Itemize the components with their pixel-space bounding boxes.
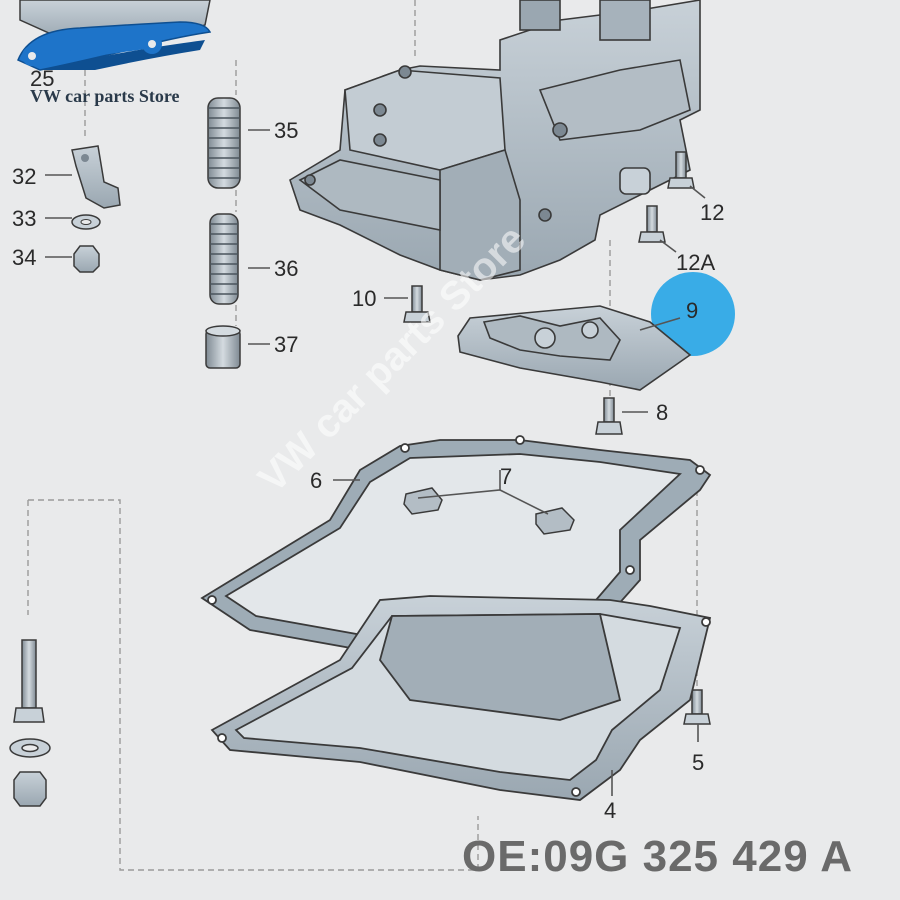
part-37-cylinder bbox=[205, 325, 241, 369]
callout-9: 9 bbox=[686, 298, 698, 323]
callout-32: 32 bbox=[12, 164, 36, 189]
part-32-bracket bbox=[71, 145, 121, 209]
part-34-nut bbox=[73, 245, 100, 273]
part-5-bolt bbox=[683, 689, 711, 725]
callout-37: 37 bbox=[274, 332, 298, 357]
callout-36: 36 bbox=[274, 256, 298, 281]
part-36-spring bbox=[209, 213, 239, 305]
leader-lines bbox=[45, 129, 706, 796]
part-12-bolt bbox=[667, 151, 695, 189]
wrench-icon bbox=[22, 34, 162, 66]
callout-7: 7 bbox=[500, 464, 512, 489]
part-4-oil-pan bbox=[210, 595, 712, 801]
callout-35: 35 bbox=[274, 118, 298, 143]
part-9-filter bbox=[457, 305, 692, 391]
store-name: VW car parts Store bbox=[30, 86, 180, 106]
part-drain-bolt bbox=[9, 639, 51, 807]
part-12a-bolt bbox=[638, 205, 666, 243]
callout-25: 25 bbox=[30, 66, 54, 91]
part-8-bolt bbox=[595, 397, 623, 435]
callout-4: 4 bbox=[604, 798, 616, 823]
callout-34: 34 bbox=[12, 245, 36, 270]
store-logo bbox=[17, 21, 212, 71]
callout-12: 12 bbox=[700, 200, 724, 225]
callout-12a: 12A bbox=[676, 250, 715, 275]
callout-10: 10 bbox=[352, 286, 376, 311]
part-7-magnets bbox=[403, 487, 575, 535]
highlight-circle bbox=[651, 272, 735, 356]
callout-labels: 25 32 33 34 35 36 37 10 12 12A 9 8 6 7 5… bbox=[12, 66, 724, 823]
callout-5: 5 bbox=[692, 750, 704, 775]
callout-33: 33 bbox=[12, 206, 36, 231]
oe-part-number: OE:09G 325 429 A bbox=[462, 832, 854, 881]
valve-body-assembly bbox=[289, 0, 701, 281]
callout-6: 6 bbox=[310, 468, 322, 493]
part-35-spring bbox=[207, 97, 241, 189]
callout-8: 8 bbox=[656, 400, 668, 425]
part-10-bolt bbox=[403, 285, 431, 323]
